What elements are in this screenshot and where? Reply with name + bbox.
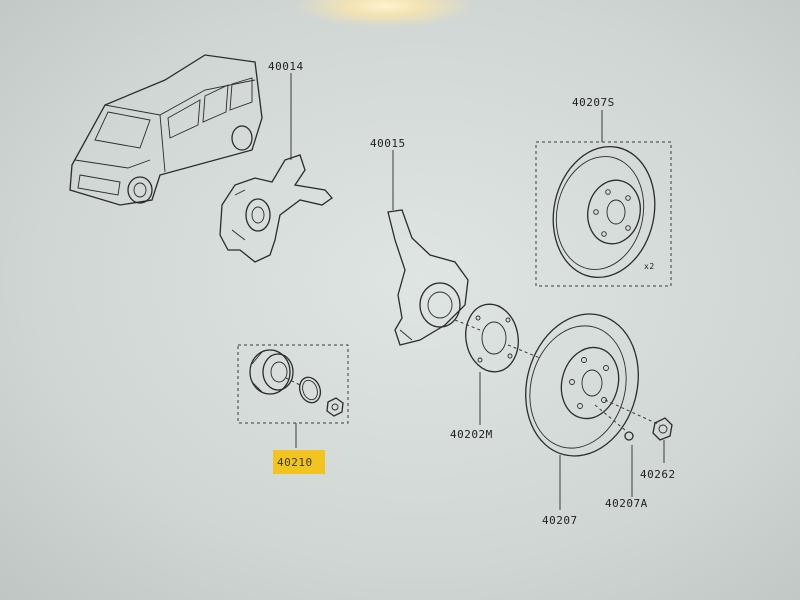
knuckle-40014-drawing <box>219 73 333 263</box>
part-number-40014: 40014 <box>268 60 304 73</box>
part-number-40015: 40015 <box>370 137 406 150</box>
part-number-40210-highlighted: 40210 <box>273 450 325 474</box>
part-number-40202M: 40202M <box>450 428 493 441</box>
disc-40207-drawing <box>525 313 661 510</box>
part-number-40207S: 40207S <box>572 96 615 109</box>
bearing-kit-40210-drawing <box>237 344 349 448</box>
quantity-x2: x2 <box>644 262 655 271</box>
nut-40262-drawing <box>652 417 673 463</box>
hub-40202M-drawing <box>454 303 541 425</box>
part-number-40207: 40207 <box>542 514 578 527</box>
part-number-40207A: 40207A <box>605 497 648 510</box>
part-number-40262: 40262 <box>640 468 676 481</box>
van-illustration <box>69 54 263 206</box>
knuckle-40015-drawing <box>387 150 469 346</box>
screw-40207A-drawing <box>624 431 634 497</box>
disc-kit-40207S-drawing <box>535 110 672 287</box>
